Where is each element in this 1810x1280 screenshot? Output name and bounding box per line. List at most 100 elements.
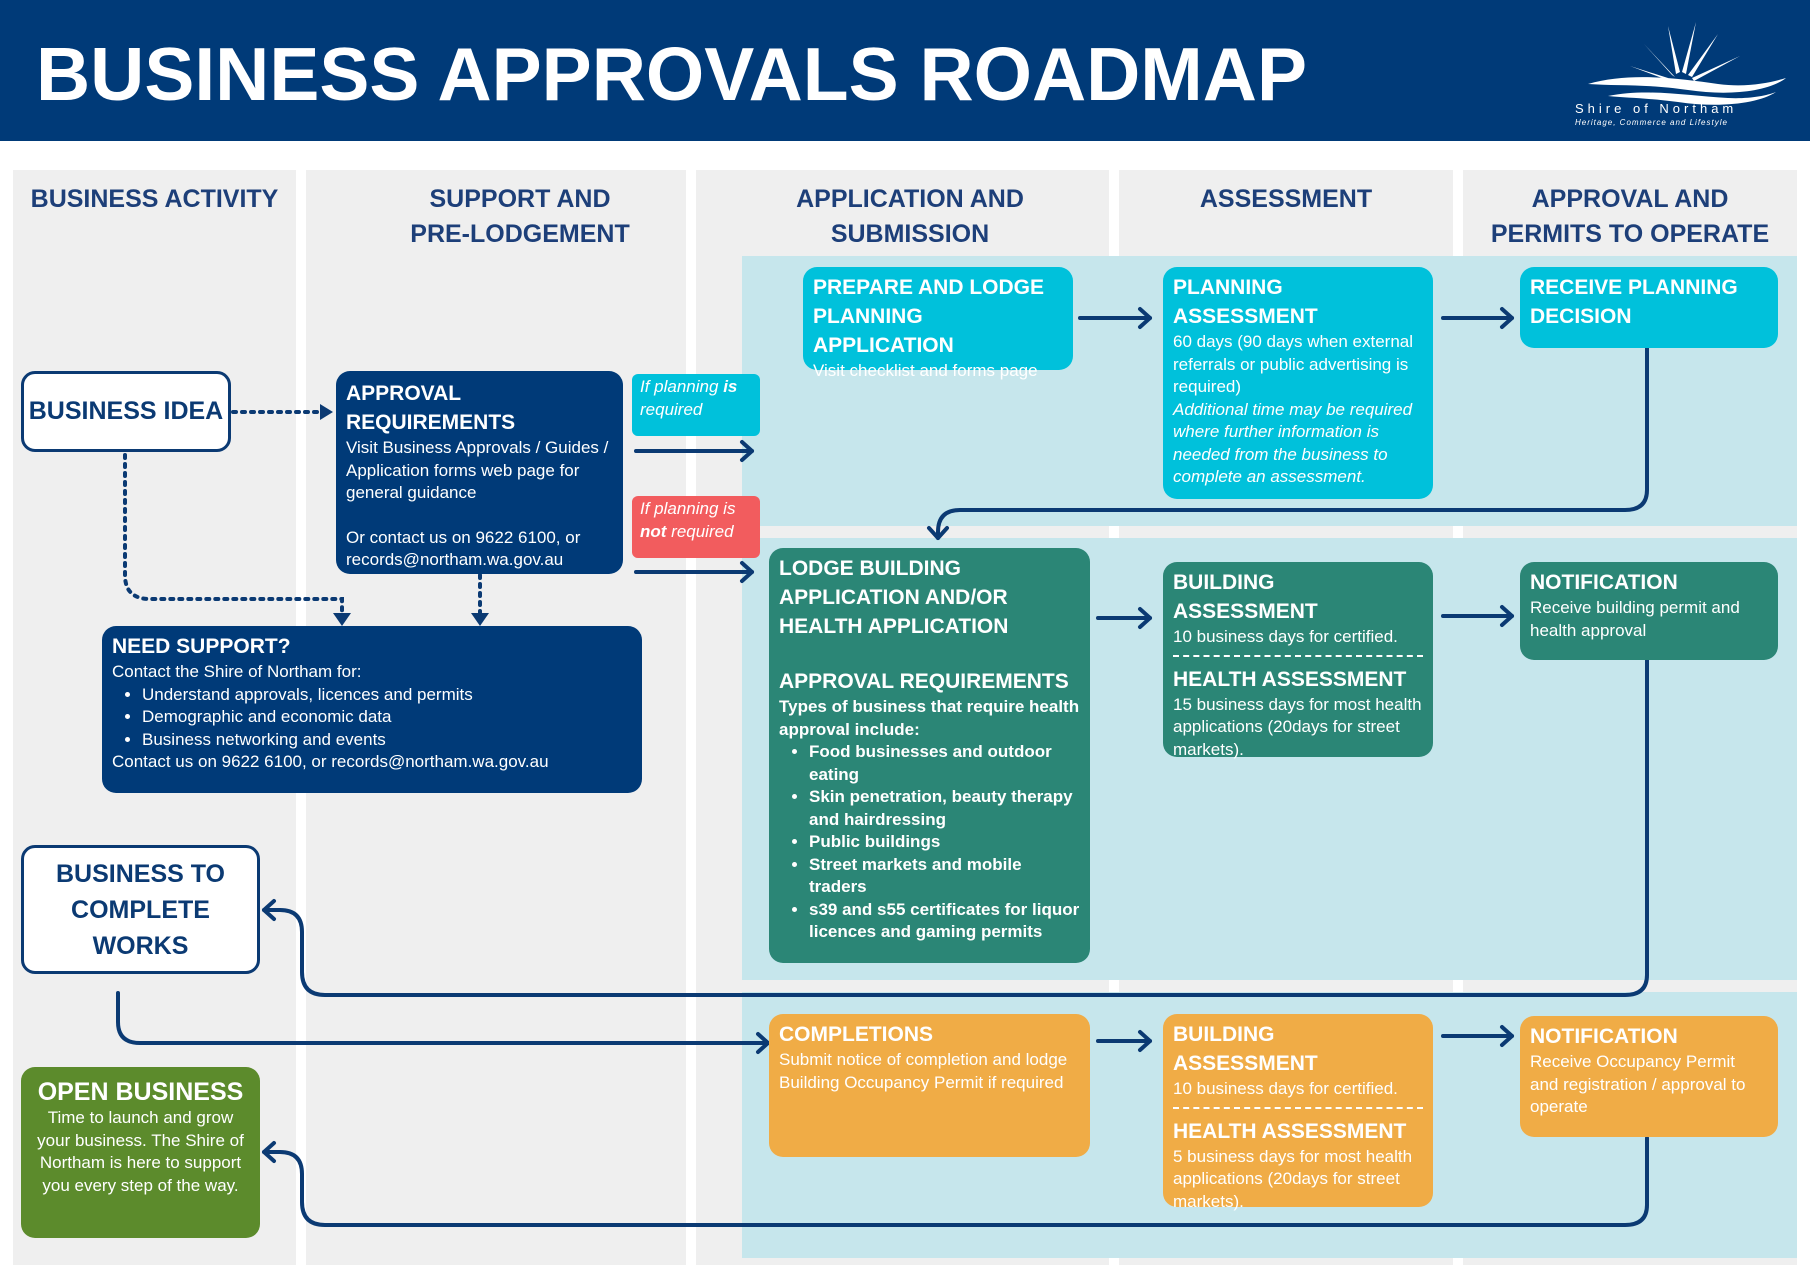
health-business-list: Food businesses and outdoor eating Skin … — [779, 741, 1080, 944]
arrowhead-1 — [320, 404, 333, 420]
planning-application-text: Visit checklist and forms page — [813, 361, 1038, 380]
header-bar: BUSINESS APPROVALS ROADMAP Shire of Nort… — [0, 0, 1810, 141]
lodge-building-title: LODGE BUILDING APPLICATION AND/OR HEALTH… — [779, 557, 1009, 638]
arrow-notification-to-open-business — [262, 1136, 1649, 1227]
note-planning-required: If planning is required — [632, 374, 760, 436]
heading-assessment: ASSESSMENT — [1199, 185, 1373, 213]
building-assessment-text: 10 business days for certified. — [1173, 627, 1398, 646]
health-assessment-2-title: HEALTH ASSESSMENT — [1173, 1119, 1407, 1143]
list-item: Food businesses and outdoor eating — [809, 741, 1080, 786]
arrow-to-open-business-head — [262, 1141, 276, 1163]
open-business-title: OPEN BUSINESS — [37, 1078, 244, 1106]
need-support-title: NEED SUPPORT? — [112, 635, 291, 658]
approval-requirements-text: Visit Business Approvals / Guides / Appl… — [346, 438, 609, 502]
need-support-intro: Contact the Shire of Northam for: — [112, 662, 362, 681]
planning-assessment-title: PLANNING ASSESSMENT — [1173, 276, 1318, 328]
notification-box: NOTIFICATION Receive building permit and… — [1520, 562, 1778, 660]
arrow-to-notification-head — [1500, 605, 1514, 627]
list-item: Understand approvals, licences and permi… — [142, 684, 632, 707]
building-assessment-box: BUILDING ASSESSMENT 10 business days for… — [1163, 562, 1433, 759]
list-item: Demographic and economic data — [142, 706, 632, 729]
heading-business-activity: BUSINESS ACTIVITY — [30, 185, 279, 213]
planning-decision-title: RECEIVE PLANNING DECISION — [1530, 276, 1738, 328]
completions-text: Submit notice of completion and lodge — [779, 1050, 1068, 1069]
building-assessment-2-text: 10 business days for certified. — [1173, 1079, 1398, 1098]
arrow-to-complete-works-head — [262, 899, 276, 921]
arrow-planning-required-head — [740, 440, 754, 462]
arrow-notification-to-complete-works — [262, 658, 1649, 997]
planning-assessment-note: Additional time may be required where fu… — [1173, 399, 1413, 487]
arrow-to-planning-decision-head — [1500, 307, 1514, 329]
planning-application-box: PREPARE AND LODGE PLANNING APPLICATION V… — [803, 267, 1073, 380]
notification-title: NOTIFICATION — [1530, 571, 1678, 594]
arrow-planning-not-required-head — [740, 561, 754, 583]
dotted-connectors — [123, 410, 482, 616]
logo-tagline: Heritage, Commerce and Lifestyle — [1575, 118, 1728, 127]
arrow-to-building-assessment-2-head — [1138, 1030, 1152, 1052]
list-item: Skin penetration, beauty therapy and hai… — [809, 786, 1080, 831]
completions-title: COMPLETIONS — [779, 1023, 934, 1046]
divider — [1173, 654, 1423, 657]
note-planning-text-b: is — [723, 377, 738, 396]
approval-requirements-contact: Or contact us on 9622 6100, or records@n… — [346, 527, 581, 570]
notification-text: Receive building permit and health appro… — [1530, 598, 1740, 640]
list-item: Street markets and mobile traders — [809, 854, 1080, 899]
lodge-building-subtitle: APPROVAL REQUIREMENTS — [779, 670, 1069, 693]
arrow-works-to-completions — [116, 991, 770, 1045]
lodge-building-intro: Types of business that require health ap… — [779, 697, 1080, 739]
arrow-works-to-completions-head — [756, 1032, 770, 1054]
arrow-decision-to-building-head — [927, 526, 949, 540]
solid-connectors — [116, 307, 1649, 1227]
note-no-planning-text-c: required — [666, 521, 734, 541]
business-idea-box: BUSINESS IDEA — [21, 371, 231, 452]
arrowhead-3 — [471, 613, 489, 626]
note-planning-text-a: If planning — [640, 377, 724, 396]
need-support-contact: Contact us on 9622 6100, or records@nort… — [112, 752, 549, 771]
heading-application: APPLICATION AND SUBMISSION — [796, 185, 1024, 248]
notification-2-box: NOTIFICATION Receive Occupancy Permit an… — [1520, 1016, 1778, 1137]
arrow-idea-to-support — [123, 453, 344, 616]
note-planning-text-c: required — [640, 399, 703, 419]
approval-requirements-title: APPROVAL REQUIREMENTS — [346, 382, 516, 434]
note-planning-not-required: If planning is not required — [632, 496, 760, 558]
arrow-to-planning-assessment-head — [1138, 307, 1152, 329]
divider — [1173, 1106, 1423, 1109]
completions-box: COMPLETIONS Submit notice of completion … — [769, 1014, 1090, 1157]
list-item: Business networking and events — [142, 729, 632, 752]
arrow-to-notification-2-head — [1500, 1025, 1514, 1047]
building-assessment-2-box: BUILDING ASSESSMENT 10 business days for… — [1163, 1014, 1433, 1211]
need-support-box: NEED SUPPORT? Contact the Shire of North… — [102, 626, 642, 793]
open-business-box: OPEN BUSINESS Time to launch and grow yo… — [21, 1067, 260, 1238]
note-no-planning-text-b: not — [640, 521, 667, 541]
heading-support: SUPPORT AND PRE-LODGEMENT — [410, 185, 630, 248]
dotted-arrowheads — [320, 404, 489, 626]
health-assessment-2-text: 5 business days for most health applicat… — [1173, 1146, 1413, 1211]
shire-logo-icon — [1588, 22, 1786, 105]
planning-decision-box: RECEIVE PLANNING DECISION — [1520, 267, 1778, 348]
arrow-decision-to-building — [936, 346, 1649, 540]
heading-approval: APPROVAL AND PERMITS TO OPERATE — [1490, 185, 1770, 248]
arrowhead-2 — [333, 613, 351, 626]
page-title: BUSINESS APPROVALS ROADMAP — [36, 32, 1307, 116]
health-assessment-text: 15 business days for most health applica… — [1173, 694, 1422, 759]
notification-2-title: NOTIFICATION — [1530, 1025, 1678, 1048]
lodge-building-box: LODGE BUILDING APPLICATION AND/OR HEALTH… — [769, 548, 1090, 963]
approval-requirements-box: APPROVAL REQUIREMENTS Visit Business App… — [336, 371, 623, 574]
list-item: s39 and s55 certificates for liquor lice… — [809, 899, 1080, 944]
open-business-text: Time to launch and grow your business. T… — [37, 1108, 244, 1195]
building-assessment-2-title: BUILDING ASSESSMENT — [1173, 1023, 1318, 1075]
need-support-list: Understand approvals, licences and permi… — [112, 684, 632, 752]
note-no-planning-text-a: If planning is — [640, 499, 736, 518]
health-assessment-title: HEALTH ASSESSMENT — [1173, 667, 1407, 691]
logo-name: Shire of Northam — [1575, 101, 1738, 116]
planning-application-title: PREPARE AND LODGE PLANNING APPLICATION — [813, 276, 1045, 357]
notification-2-text: Receive Occupancy Permit and registratio… — [1530, 1052, 1746, 1116]
arrow-to-building-assessment-head — [1138, 607, 1152, 629]
completions-text-2: Building Occupancy Permit if required — [779, 1072, 1064, 1092]
building-assessment-title: BUILDING ASSESSMENT — [1173, 571, 1318, 623]
planning-assessment-text: 60 days (90 days when external referrals… — [1173, 332, 1414, 396]
list-item: Public buildings — [809, 831, 1080, 854]
planning-assessment-box: PLANNING ASSESSMENT 60 days (90 days whe… — [1163, 267, 1433, 499]
business-complete-works-box: BUSINESS TO COMPLETE WORKS — [21, 845, 260, 974]
